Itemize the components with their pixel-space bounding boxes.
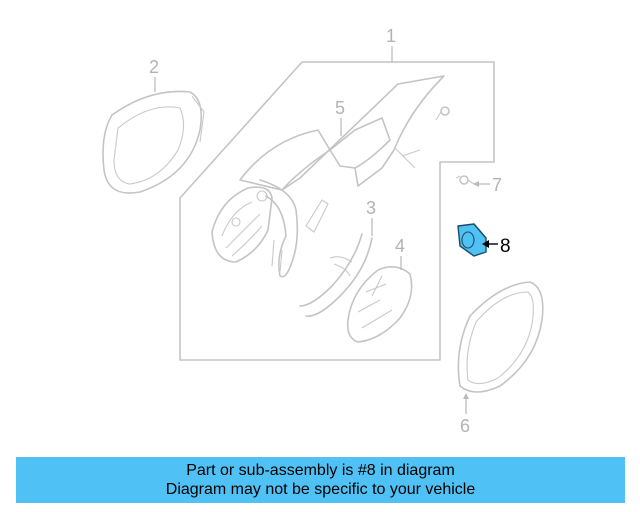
callout-3: 3 xyxy=(366,198,376,218)
parts-diagram: 1 2 5 7 3 xyxy=(102,26,544,436)
callout-6: 6 xyxy=(460,416,470,436)
callout-4: 4 xyxy=(395,236,405,256)
callout-8: 8 xyxy=(500,236,511,257)
callout-7: 7 xyxy=(492,175,502,195)
callout-2: 2 xyxy=(149,57,159,77)
mirror-glass-part xyxy=(457,281,544,393)
callout-7-arrow xyxy=(473,181,479,187)
actuator-assembly xyxy=(211,179,329,278)
highlighted-part-8 xyxy=(457,223,487,257)
callout-5: 5 xyxy=(335,98,345,118)
mirror-cover-part xyxy=(102,90,205,194)
harness-strip-part xyxy=(299,233,373,317)
banner-line-1: Part or sub-assembly is #8 in diagram xyxy=(186,462,455,479)
callout-8-arrow xyxy=(482,240,489,248)
callout-1: 1 xyxy=(386,26,396,46)
assembly-outline xyxy=(179,61,495,361)
callout-6-arrow xyxy=(463,393,469,399)
mirror-base-part xyxy=(239,75,445,191)
banner-line-2: Diagram may not be specific to your vehi… xyxy=(165,481,476,498)
screw-part xyxy=(435,106,475,185)
info-banner: Part or sub-assembly is #8 in diagram Di… xyxy=(16,457,625,503)
mirror-housing-part xyxy=(346,266,413,343)
